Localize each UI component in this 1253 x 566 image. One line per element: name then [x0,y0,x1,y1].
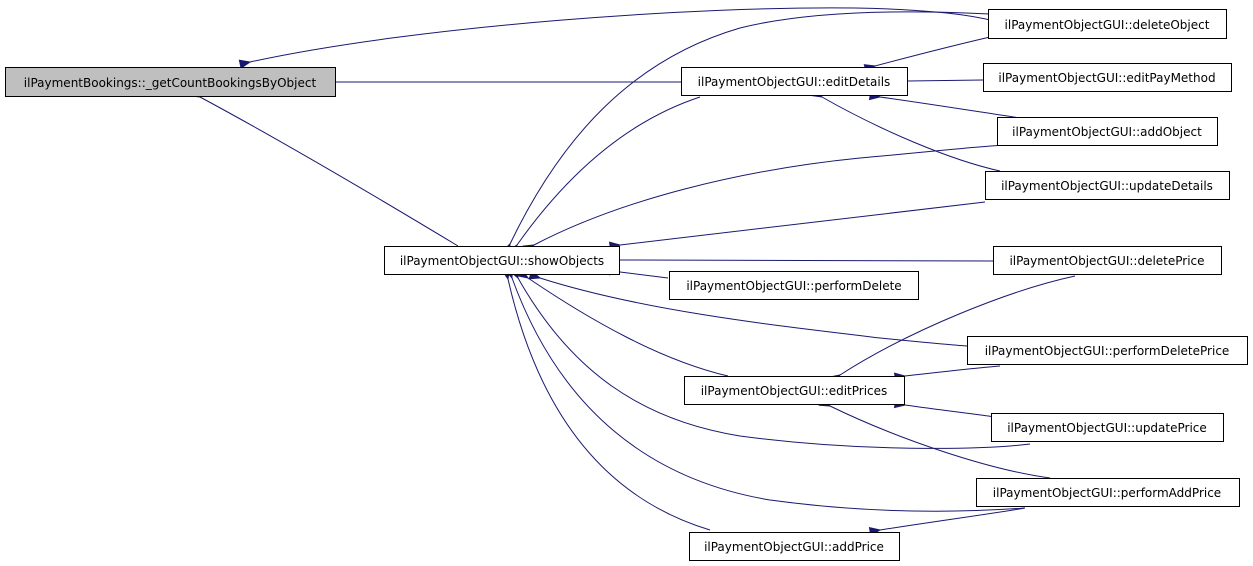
edge-deletePrice-editPrices [840,275,1076,375]
edge-editPrices-showObjects [528,278,729,377]
edge-deleteObject-showObjects [510,11,991,244]
node-getCountBookingsByObject[interactable]: ilPaymentBookings::_getCountBookingsByOb… [5,67,336,97]
node-performDeletePrice[interactable]: ilPaymentObjectGUI::performDeletePrice [967,336,1248,365]
edge-performDeletePrice-editPrices [905,365,1001,376]
node-box [967,336,1248,365]
node-label: ilPaymentObjectGUI::performDeletePrice [985,344,1230,358]
nodes-layer: ilPaymentBookings::_getCountBookingsByOb… [5,9,1248,561]
edge-performAddPrice-showObjects [512,278,1026,512]
node-box [997,117,1218,146]
node-label: ilPaymentObjectGUI::updateDetails [1001,179,1213,193]
node-label: ilPaymentObjectGUI::performAddPrice [993,486,1221,500]
node-editPrices[interactable]: ilPaymentObjectGUI::editPrices [684,376,905,405]
node-label: ilPaymentObjectGUI::showObjects [400,254,604,268]
edge-updateDetails-editDetails [822,97,1001,172]
node-box [384,246,620,275]
edge-showObjects-getCount [200,97,459,247]
edges-layer [200,7,1076,531]
node-box [985,171,1230,200]
node-label: ilPaymentObjectGUI::editPrices [701,384,888,398]
edge-performDeletePrice-showObjects [540,278,968,347]
node-label: ilPaymentObjectGUI::editDetails [698,75,891,89]
edge-editDetails-showObjects [517,96,701,245]
edge-addObject-editDetails [880,97,1021,119]
node-label: ilPaymentObjectGUI::editPayMethod [998,71,1215,85]
node-addPrice[interactable]: ilPaymentObjectGUI::addPrice [689,532,900,561]
node-deletePrice[interactable]: ilPaymentObjectGUI::deletePrice [993,246,1222,275]
node-deleteObject[interactable]: ilPaymentObjectGUI::deleteObject [988,9,1227,39]
node-label: ilPaymentObjectGUI::deletePrice [1009,254,1204,268]
node-box [993,246,1222,275]
node-editPayMethod[interactable]: ilPaymentObjectGUI::editPayMethod [983,63,1232,92]
node-box [681,67,908,96]
node-label: ilPaymentObjectGUI::updatePrice [1007,421,1207,435]
node-label: ilPaymentObjectGUI::deleteObject [1005,18,1210,32]
edge-performAddPrice-editPrices [830,406,1051,479]
edge-updatePrice-showObjects [518,278,1031,449]
node-box [983,63,1232,92]
node-updateDetails[interactable]: ilPaymentObjectGUI::updateDetails [985,171,1230,200]
edge-performDelete-showObjects [620,272,669,279]
node-label: ilPaymentObjectGUI::addObject [1012,125,1202,139]
node-performDelete[interactable]: ilPaymentObjectGUI::performDelete [669,271,919,300]
edge-performAddPrice-addPrice [880,507,1026,530]
edge-addPrice-showObjects [508,279,711,531]
node-showObjects[interactable]: ilPaymentObjectGUI::showObjects [384,246,620,275]
edge-updatePrice-editPrices [905,405,996,418]
node-editDetails[interactable]: ilPaymentObjectGUI::editDetails [681,67,908,96]
node-updatePrice[interactable]: ilPaymentObjectGUI::updatePrice [991,413,1224,442]
node-box [976,478,1240,507]
node-label: ilPaymentObjectGUI::addPrice [704,540,884,554]
edge-deleteObject-editDetails [875,36,991,66]
node-box [669,271,919,300]
edge-editPayMethod-editDetails [908,80,984,81]
node-performAddPrice[interactable]: ilPaymentObjectGUI::performAddPrice [976,478,1240,507]
node-box [988,9,1227,39]
node-box [684,376,905,405]
edge-addObject-showObjects [534,144,1011,245]
edge-deleteObject-getCount [250,7,991,62]
node-box [991,413,1224,442]
node-label: ilPaymentObjectGUI::performDelete [686,279,901,293]
node-box [5,67,336,97]
node-box [689,532,900,561]
node-label: ilPaymentBookings::_getCountBookingsByOb… [24,76,317,90]
node-addObject[interactable]: ilPaymentObjectGUI::addObject [997,117,1218,146]
edge-updateDetails-showObjects [620,201,986,245]
edge-deletePrice-showObjects [620,260,994,261]
